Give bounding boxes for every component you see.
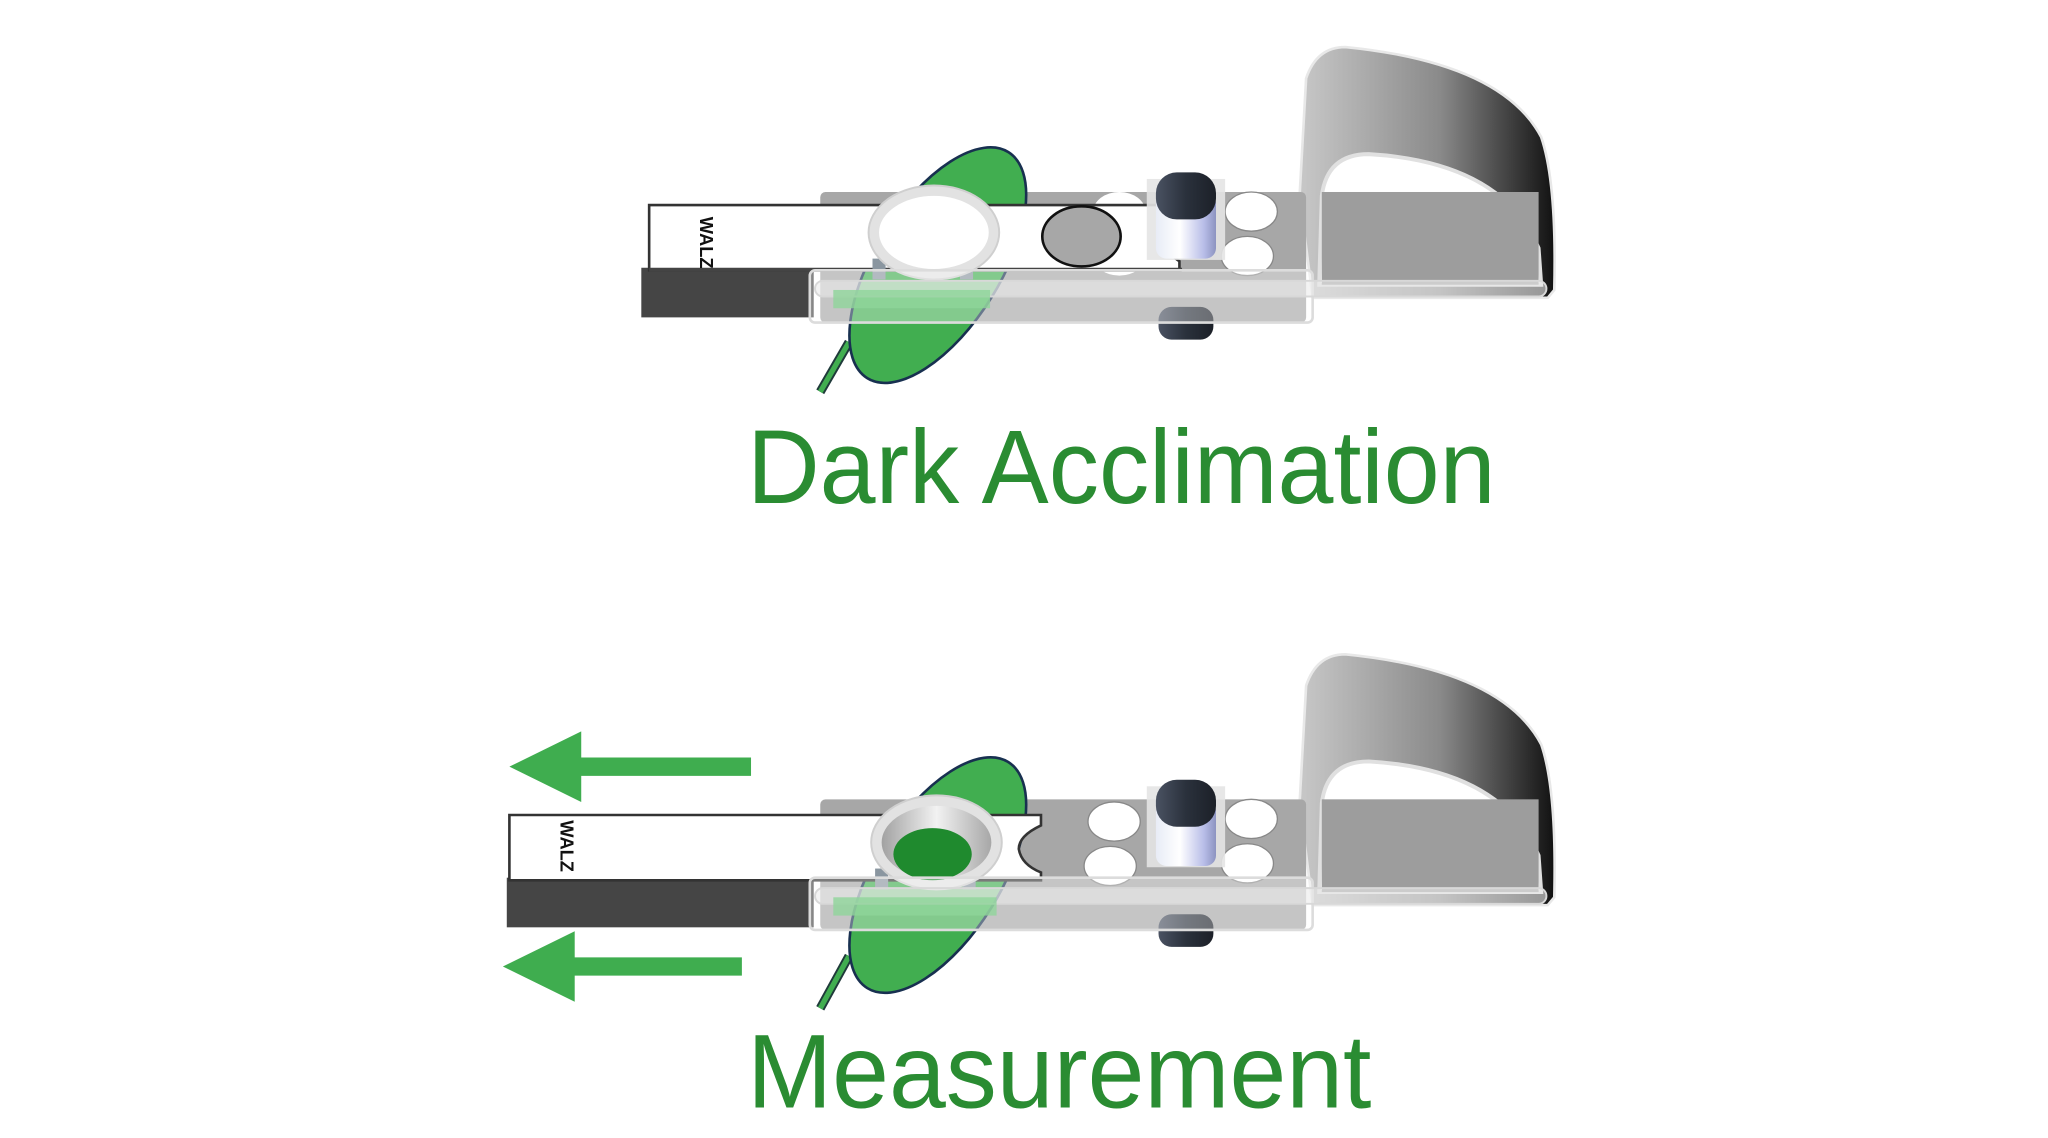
sample-ring — [870, 794, 1003, 891]
arrow-left-icon — [502, 931, 742, 1002]
slider-hole — [1040, 205, 1122, 268]
panel-dark-acclimation: WALZ Dark Acclimation — [641, 45, 1557, 526]
panel-measurement: WALZ Measurement — [502, 652, 1557, 1131]
panel-title: Measurement — [747, 1014, 1371, 1131]
sample-ring — [867, 184, 1001, 281]
base-bar — [641, 267, 814, 318]
brand-label: WALZ — [556, 820, 577, 872]
panel-title: Dark Acclimation — [747, 409, 1495, 526]
arrow-left-icon — [509, 731, 752, 802]
brand-label: WALZ — [696, 217, 717, 269]
sample-area — [893, 828, 972, 881]
base-bar — [506, 877, 814, 928]
